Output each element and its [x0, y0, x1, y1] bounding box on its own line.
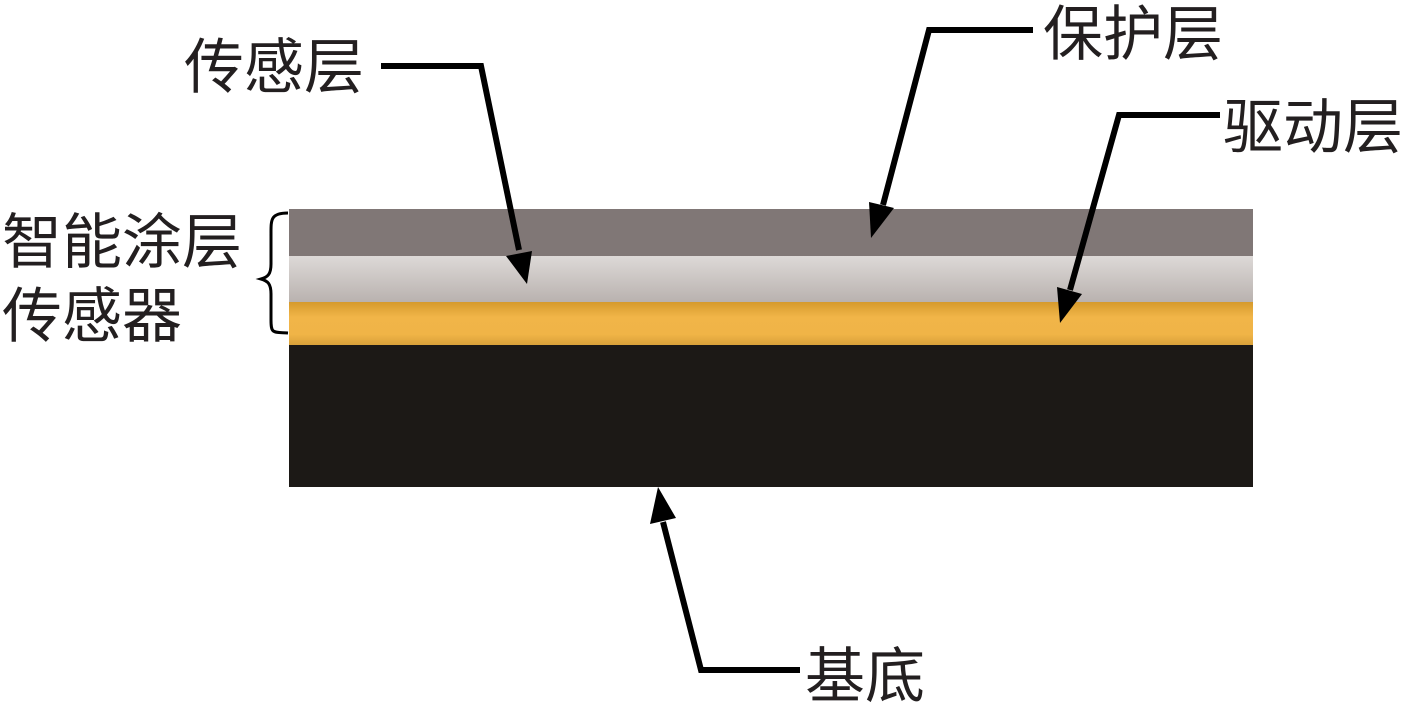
sensing-layer-label: 传感层 — [184, 33, 364, 103]
sensing-layer — [289, 256, 1253, 302]
coating-bracket — [255, 211, 289, 335]
layer-stack — [289, 209, 1253, 487]
protective-layer-label: 保护层 — [1043, 0, 1223, 70]
sensing-layer-leader — [381, 63, 532, 284]
driving-layer — [289, 302, 1253, 345]
protective-layer — [289, 209, 1253, 256]
smart-coating-label-line1: 智能涂层 — [2, 208, 242, 278]
driving-layer-label: 驱动层 — [1223, 93, 1403, 163]
substrate-layer — [289, 345, 1253, 487]
smart-coating-label-line2: 传感器 — [2, 282, 182, 352]
substrate-label: 基底 — [805, 642, 925, 704]
protective-layer-leader — [869, 27, 1033, 238]
substrate-leader — [650, 487, 800, 673]
driving-layer-leader — [1057, 112, 1220, 323]
